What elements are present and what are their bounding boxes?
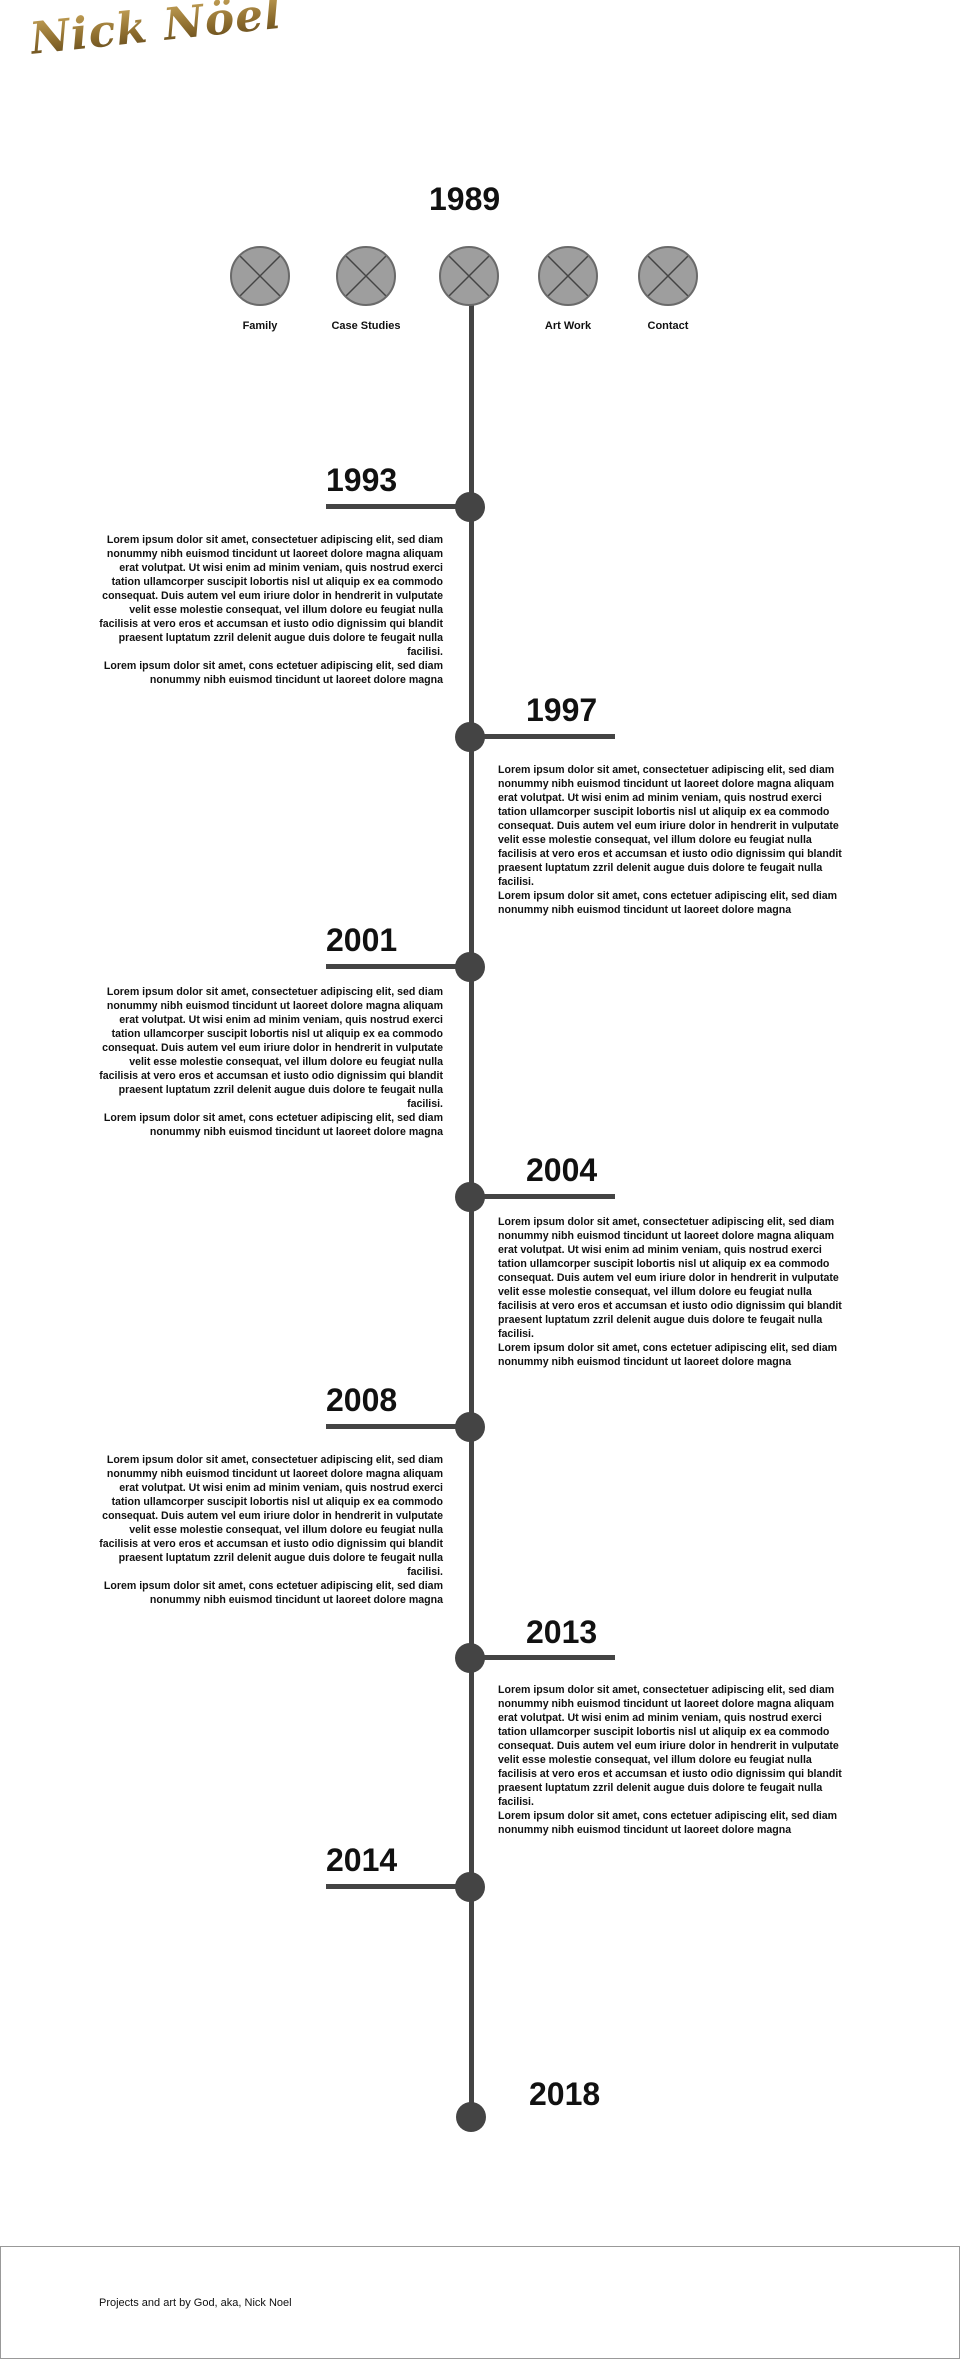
timeline-connector (326, 964, 456, 969)
placeholder-image-icon (336, 246, 396, 306)
entry-paragraph: Lorem ipsum dolor sit amet, cons ectetue… (498, 1810, 838, 1836)
timeline-start-year: 1989 (429, 181, 501, 217)
timeline-connector (326, 1884, 456, 1889)
timeline-year: 2018 (529, 2076, 601, 2112)
timeline-year: 2001 (326, 922, 398, 958)
entry-paragraph: Lorem ipsum dolor sit amet, cons ectetue… (103, 660, 443, 686)
timeline-node[interactable] (455, 722, 485, 752)
timeline-connector (326, 504, 456, 509)
nav-item-label: Art Work (544, 320, 592, 332)
entry-paragraph: Lorem ipsum dolor sit amet, cons ectetue… (498, 890, 838, 916)
timeline-node[interactable] (455, 492, 485, 522)
timeline-year: 2013 (526, 1614, 598, 1650)
timeline-node[interactable] (455, 952, 485, 982)
placeholder-image-icon (538, 246, 598, 306)
nav-item-family[interactable]: Family (210, 246, 310, 332)
timeline-entry-text: Lorem ipsum dolor sit amet, consectetuer… (498, 1215, 843, 1369)
timeline-node[interactable] (456, 2102, 486, 2132)
entry-paragraph: Lorem ipsum dolor sit amet, consectetuer… (99, 534, 443, 658)
timeline-node[interactable] (455, 1643, 485, 1673)
nav-item-label: Family (242, 320, 278, 332)
timeline-node[interactable] (455, 1182, 485, 1212)
placeholder-image-icon (439, 246, 499, 306)
timeline-connector (484, 1194, 615, 1199)
timeline-connector (484, 1655, 615, 1660)
site-footer: Projects and art by God, aka, Nick Noel (0, 2246, 960, 2359)
timeline-year: 2008 (326, 1382, 398, 1418)
timeline-year: 1997 (526, 692, 598, 728)
timeline-entry-text: Lorem ipsum dolor sit amet, consectetuer… (98, 985, 443, 1139)
entry-paragraph: Lorem ipsum dolor sit amet, consectetuer… (498, 1216, 842, 1340)
timeline-node[interactable] (455, 1412, 485, 1442)
nav-item-art-work[interactable]: Art Work (518, 246, 618, 332)
entry-paragraph: Lorem ipsum dolor sit amet, consectetuer… (99, 1454, 443, 1578)
nav-item-label: Case Studies (331, 320, 401, 332)
timeline-connector (484, 734, 615, 739)
placeholder-image-icon (638, 246, 698, 306)
footer-credit: Projects and art by God, aka, Nick Noel (99, 2297, 292, 2309)
timeline-entry-text: Lorem ipsum dolor sit amet, consectetuer… (98, 533, 443, 687)
entry-paragraph: Lorem ipsum dolor sit amet, cons ectetue… (498, 1342, 838, 1368)
entry-paragraph: Lorem ipsum dolor sit amet, consectetuer… (99, 986, 443, 1110)
timeline-entry-text: Lorem ipsum dolor sit amet, consectetuer… (498, 763, 843, 917)
entry-paragraph: Lorem ipsum dolor sit amet, consectetuer… (498, 764, 842, 888)
nav-item-contact[interactable]: Contact (618, 246, 718, 332)
timeline-year: 2014 (326, 1842, 398, 1878)
timeline-year: 1993 (326, 462, 398, 498)
nav-item-case-studies[interactable]: Case Studies (316, 246, 416, 332)
timeline-entry-text: Lorem ipsum dolor sit amet, consectetuer… (98, 1453, 443, 1607)
timeline-node[interactable] (455, 1872, 485, 1902)
entry-paragraph: Lorem ipsum dolor sit amet, consectetuer… (498, 1684, 842, 1808)
entry-paragraph: Lorem ipsum dolor sit amet, cons ectetue… (103, 1112, 443, 1138)
entry-paragraph: Lorem ipsum dolor sit amet, cons ectetue… (103, 1580, 443, 1606)
timeline-year: 2004 (526, 1152, 598, 1188)
placeholder-image-icon (230, 246, 290, 306)
timeline-entry-text: Lorem ipsum dolor sit amet, consectetuer… (498, 1683, 843, 1837)
site-logo[interactable]: Nick Nöel (27, 0, 284, 65)
timeline-connector (326, 1424, 456, 1429)
nav-item-home[interactable] (419, 246, 519, 320)
nav-item-label: Contact (647, 320, 689, 332)
